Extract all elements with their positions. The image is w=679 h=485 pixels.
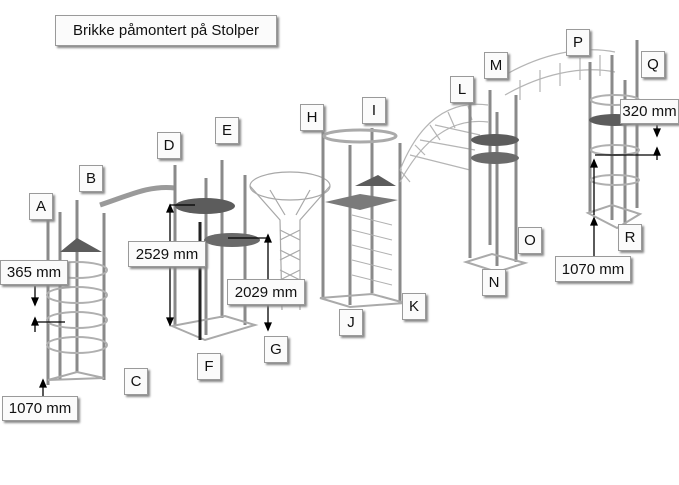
tower-2-platform-high xyxy=(175,198,235,214)
tower-3-posts xyxy=(321,128,402,305)
letter-h: H xyxy=(300,104,324,131)
dimension-320: 320 mm xyxy=(620,99,679,124)
letter-o: O xyxy=(518,227,542,254)
tower-1-platform xyxy=(60,238,102,252)
letter-c: C xyxy=(124,368,148,395)
net-cone xyxy=(249,171,331,311)
letter-g: G xyxy=(264,336,288,363)
tower-4-platform-low xyxy=(471,152,519,164)
letter-q: Q xyxy=(641,51,665,78)
letter-j: J xyxy=(339,309,363,336)
tower-3-platform xyxy=(355,175,396,186)
tower-4-posts xyxy=(468,90,518,266)
climbing-net xyxy=(399,103,489,183)
letter-f: F xyxy=(197,353,221,380)
letter-p: P xyxy=(566,29,590,56)
dimension-1070-left: 1070 mm xyxy=(2,396,78,421)
letter-r: R xyxy=(618,224,642,251)
letter-k: K xyxy=(402,293,426,320)
letter-a: A xyxy=(29,193,53,220)
dimension-1070-right: 1070 mm xyxy=(555,256,631,282)
letter-e: E xyxy=(215,117,239,144)
dimension-2529: 2529 mm xyxy=(128,241,206,267)
letter-l: L xyxy=(450,76,474,103)
letter-m: M xyxy=(484,52,508,79)
tower-5-posts xyxy=(588,40,639,228)
letter-n: N xyxy=(482,269,506,296)
letter-d: D xyxy=(157,132,181,159)
dimension-365: 365 mm xyxy=(0,260,68,285)
tower-2-platform-low xyxy=(204,233,260,247)
tower-4-platform-high xyxy=(471,134,519,146)
dimension-lines xyxy=(31,125,661,400)
top-rope-bridge xyxy=(504,49,616,100)
letter-i: I xyxy=(362,97,386,124)
tower-1-posts xyxy=(46,200,106,385)
dimension-2029: 2029 mm xyxy=(227,279,305,305)
diagram-title: Brikke påmontert på Stolper xyxy=(55,15,277,46)
letter-b: B xyxy=(79,165,103,192)
bridge-1 xyxy=(99,184,176,208)
